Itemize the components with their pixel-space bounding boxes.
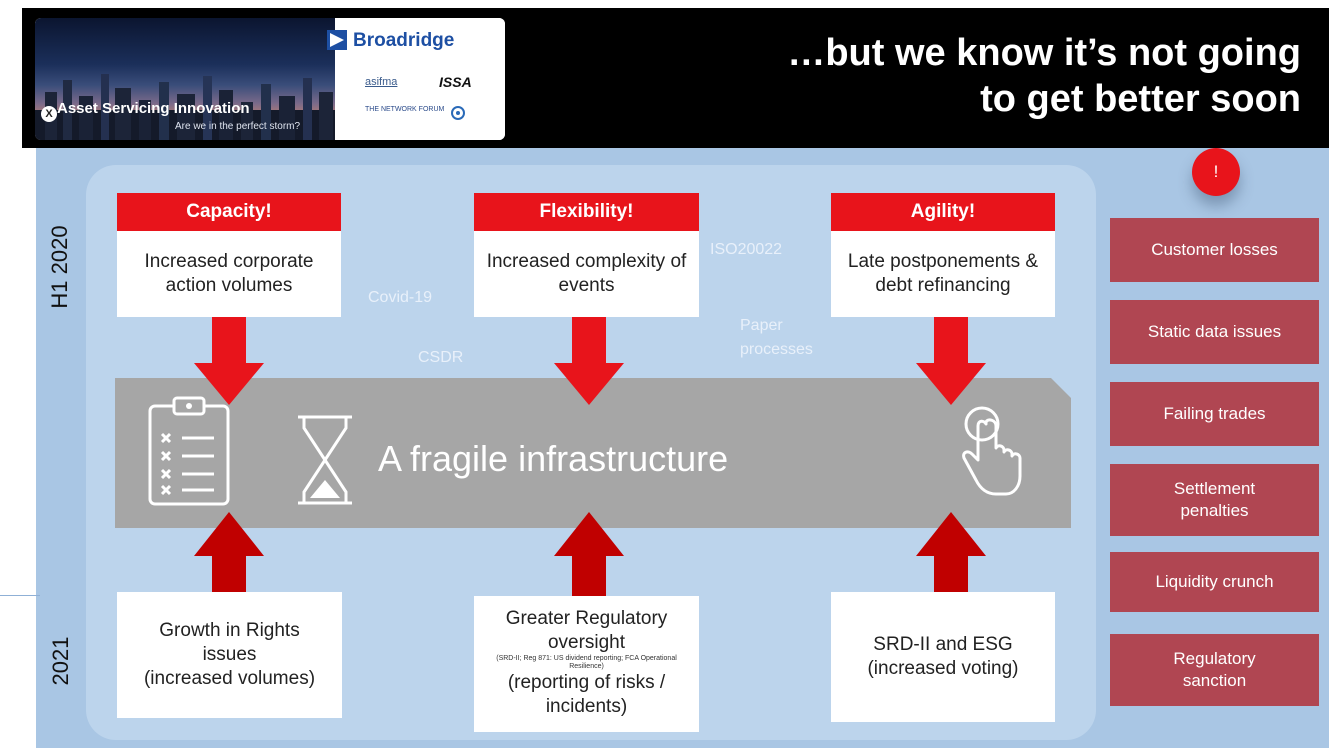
event-banner: X Asset Servicing Innovation Are we in t… xyxy=(35,18,505,140)
consequence-liquidity-crunch: Liquidity crunch xyxy=(1110,552,1319,612)
headline-line-2: to get better soon xyxy=(980,78,1301,120)
infrastructure-bar xyxy=(115,378,1071,528)
pressure-box-flexibility: Increased complexity of events xyxy=(474,231,699,317)
driver-regulatory-line-2: oversight xyxy=(547,632,626,653)
broadridge-logo-text: Broadridge xyxy=(353,30,455,51)
headline: …but we know it’s not going to get bette… xyxy=(601,30,1301,122)
driver-box-rights-issues: Growth in Rights issues (increased volum… xyxy=(117,592,342,718)
infrastructure-label: A fragile infrastructure xyxy=(378,438,729,479)
label-iso20022: ISO20022 xyxy=(710,241,783,258)
swirl-logo-icon xyxy=(451,106,465,120)
driver-srd-line-1: SRD-II and ESG xyxy=(873,634,1013,655)
banner-title: Asset Servicing Innovation xyxy=(57,100,250,117)
driver-box-srd-esg: SRD-II and ESG (increased voting) xyxy=(831,592,1055,722)
driver-srd-line-2: (increased voting) xyxy=(867,658,1019,679)
pressure-heading-flexibility: Flexibility! xyxy=(474,193,699,231)
consequence-static-data-issues: Static data issues xyxy=(1110,300,1319,364)
pressure-box-agility: Late postponements & debt refinancing xyxy=(831,231,1055,317)
arrow-up-srd-esg xyxy=(916,512,986,596)
pressure-box-capacity: Increased corporate action volumes xyxy=(117,231,341,317)
banner-city-image xyxy=(35,18,335,140)
divider-line xyxy=(0,595,40,596)
label-covid-19: Covid-19 xyxy=(368,289,433,306)
driver-rights-line-2: issues xyxy=(202,644,257,665)
city-skyline-image xyxy=(35,74,335,140)
driver-box-regulatory: Greater Regulatory oversight (SRD-II; Re… xyxy=(474,596,699,732)
year-label-h1-2020: H1 2020 xyxy=(47,225,72,309)
consequence-settlement-penalties: Settlement penalties xyxy=(1110,464,1319,536)
consequence-regulatory-sanction: Regulatory sanction xyxy=(1110,634,1319,706)
driver-rights-line-3: (increased volumes) xyxy=(143,668,316,689)
consequence-failing-trades: Failing trades xyxy=(1110,382,1319,446)
arrow-down-agility xyxy=(916,317,986,405)
banner-subtitle: Are we in the perfect storm? xyxy=(175,121,301,132)
asifma-logo: asifma xyxy=(365,76,398,88)
driver-rights-line-1: Growth in Rights xyxy=(159,620,300,641)
driver-regulatory-line-3: (reporting of risks / xyxy=(507,672,666,693)
checklist-clipboard-icon xyxy=(148,396,230,506)
driver-regulatory-line-1: Greater Regulatory xyxy=(505,608,668,629)
arrow-up-rights-issues xyxy=(194,512,264,596)
arrow-down-capacity xyxy=(194,317,264,405)
label-processes: processes xyxy=(740,341,813,358)
broadridge-logo: Broadridge xyxy=(327,30,455,52)
event-badge-icon: X xyxy=(41,106,57,122)
headline-line-1: …but we know it’s not going xyxy=(787,32,1301,74)
alert-icon: ! xyxy=(1192,148,1240,196)
sponsor-logos: Broadridge asifma ISSA THE NETWORK FORUM xyxy=(327,18,505,140)
label-csdr: CSDR xyxy=(418,349,464,366)
consequence-customer-losses: Customer losses xyxy=(1110,218,1319,282)
touch-hand-icon xyxy=(962,406,1022,496)
driver-regulatory-note: (SRD-II; Reg 871: US dividend reporting;… xyxy=(496,655,677,670)
arrow-up-regulatory xyxy=(554,512,624,596)
network-forum-logo: THE NETWORK FORUM xyxy=(365,106,445,113)
broadridge-mark-icon xyxy=(327,30,347,50)
pressure-heading-capacity: Capacity! xyxy=(117,193,341,231)
hourglass-icon xyxy=(298,415,352,505)
pressure-heading-agility: Agility! xyxy=(831,193,1055,231)
issa-logo: ISSA xyxy=(439,74,472,90)
year-label-2021: 2021 xyxy=(48,636,73,686)
arrow-down-flexibility xyxy=(554,317,624,405)
label-paper: Paper xyxy=(740,317,783,334)
driver-regulatory-line-4: incidents) xyxy=(545,696,628,717)
